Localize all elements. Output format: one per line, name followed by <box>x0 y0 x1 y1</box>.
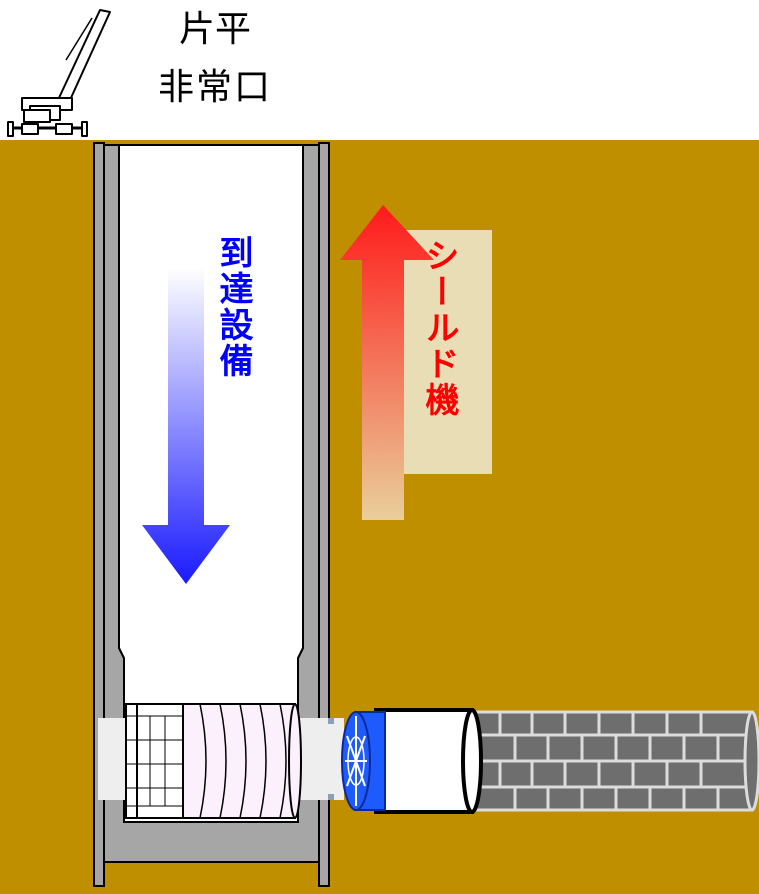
shaft-interior <box>118 144 304 823</box>
opening-seal-top <box>328 718 334 724</box>
shield-arrow <box>340 205 434 520</box>
arrival-arrow <box>142 268 230 584</box>
shield-machine-label: シールド機 <box>419 238 459 418</box>
arrival-tube <box>182 703 302 819</box>
site-type: 非常口 <box>157 67 272 108</box>
wall-opening-left <box>98 718 128 800</box>
tunnel-lining <box>470 710 759 812</box>
crane-icon <box>7 9 111 137</box>
opening-seal-bottom <box>328 794 334 800</box>
shield-label-background <box>396 230 492 474</box>
arrival-cradle <box>125 703 185 819</box>
wall-opening-right <box>298 718 344 800</box>
shaft <box>93 142 330 887</box>
arrival-equipment-label: 到達設備 <box>213 235 253 379</box>
shield-machine <box>341 708 483 814</box>
site-name: 片平 <box>178 9 251 50</box>
